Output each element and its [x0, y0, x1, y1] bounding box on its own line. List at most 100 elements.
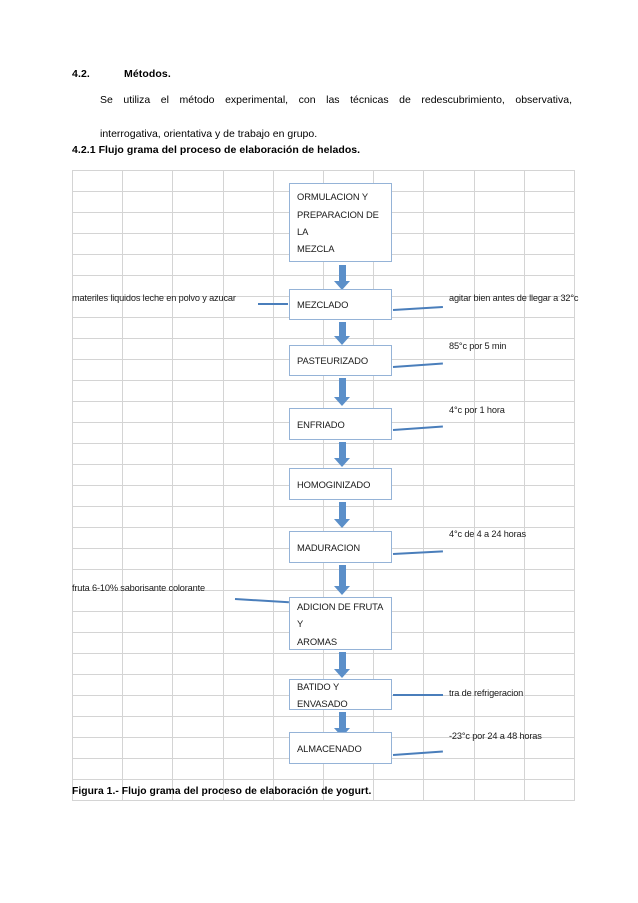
grid-cell[interactable]	[122, 632, 174, 654]
grid-cell[interactable]	[71, 170, 124, 192]
grid-cell[interactable]	[222, 758, 274, 780]
grid-cell[interactable]	[473, 779, 525, 801]
grid-cell[interactable]	[523, 569, 576, 591]
grid-cell[interactable]	[71, 254, 124, 276]
grid-cell[interactable]	[172, 485, 224, 507]
grid-cell[interactable]	[122, 737, 174, 759]
grid-cell[interactable]	[222, 380, 274, 402]
grid-cell[interactable]	[423, 170, 475, 192]
grid-cell[interactable]	[122, 758, 174, 780]
grid-cell[interactable]	[222, 212, 274, 234]
grid-cell[interactable]	[71, 212, 124, 234]
grid-cell[interactable]	[523, 212, 576, 234]
grid-cell[interactable]	[423, 380, 475, 402]
grid-cell[interactable]	[473, 653, 525, 675]
grid-cell[interactable]	[71, 443, 124, 465]
grid-cell[interactable]	[373, 779, 425, 801]
grid-cell[interactable]	[172, 737, 224, 759]
grid-cell[interactable]	[523, 233, 576, 255]
grid-cell[interactable]	[122, 464, 174, 486]
grid-cell[interactable]	[71, 611, 124, 633]
grid-cell[interactable]	[373, 506, 425, 528]
grid-cell[interactable]	[122, 338, 174, 360]
grid-cell[interactable]	[473, 611, 525, 633]
grid-cell[interactable]	[172, 233, 224, 255]
grid-cell[interactable]	[222, 317, 274, 339]
grid-cell[interactable]	[222, 548, 274, 570]
grid-cell[interactable]	[473, 233, 525, 255]
grid-cell[interactable]	[222, 422, 274, 444]
grid-cell[interactable]	[172, 380, 224, 402]
grid-cell[interactable]	[71, 674, 124, 696]
grid-cell[interactable]	[423, 590, 475, 612]
grid-cell[interactable]	[122, 716, 174, 738]
grid-cell[interactable]	[172, 317, 224, 339]
grid-cell[interactable]	[172, 716, 224, 738]
flow-step-homoginizado[interactable]: HOMOGINIZADO	[289, 468, 392, 500]
flow-step-almacenado[interactable]: ALMACENADO	[289, 732, 392, 764]
grid-cell[interactable]	[172, 401, 224, 423]
grid-cell[interactable]	[222, 527, 274, 549]
grid-cell[interactable]	[423, 317, 475, 339]
grid-cell[interactable]	[523, 590, 576, 612]
grid-cell[interactable]	[423, 464, 475, 486]
grid-cell[interactable]	[122, 443, 174, 465]
grid-cell[interactable]	[423, 254, 475, 276]
grid-cell[interactable]	[373, 653, 425, 675]
grid-cell[interactable]	[523, 485, 576, 507]
grid-cell[interactable]	[122, 506, 174, 528]
grid-cell[interactable]	[122, 422, 174, 444]
flow-step-adicion-fruta[interactable]: ADICION DE FRUTA Y AROMAS	[289, 597, 392, 650]
grid-cell[interactable]	[172, 254, 224, 276]
grid-cell[interactable]	[172, 338, 224, 360]
grid-cell[interactable]	[172, 191, 224, 213]
grid-cell[interactable]	[222, 569, 274, 591]
grid-cell[interactable]	[222, 506, 274, 528]
grid-cell[interactable]	[71, 359, 124, 381]
grid-cell[interactable]	[272, 569, 324, 591]
grid-cell[interactable]	[523, 674, 576, 696]
grid-cell[interactable]	[473, 254, 525, 276]
grid-cell[interactable]	[423, 443, 475, 465]
grid-cell[interactable]	[122, 695, 174, 717]
grid-cell[interactable]	[71, 401, 124, 423]
grid-cell[interactable]	[222, 191, 274, 213]
grid-cell[interactable]	[523, 611, 576, 633]
grid-cell[interactable]	[523, 359, 576, 381]
grid-cell[interactable]	[71, 380, 124, 402]
flow-step-enfriado[interactable]: ENFRIADO	[289, 408, 392, 440]
grid-cell[interactable]	[222, 233, 274, 255]
grid-cell[interactable]	[423, 653, 475, 675]
grid-cell[interactable]	[71, 338, 124, 360]
grid-cell[interactable]	[172, 758, 224, 780]
flow-step-pasteurizado[interactable]: PASTEURIZADO	[289, 345, 392, 376]
grid-cell[interactable]	[71, 548, 124, 570]
grid-cell[interactable]	[423, 233, 475, 255]
grid-cell[interactable]	[122, 254, 174, 276]
grid-cell[interactable]	[122, 170, 174, 192]
grid-cell[interactable]	[122, 359, 174, 381]
grid-cell[interactable]	[523, 758, 576, 780]
grid-cell[interactable]	[423, 611, 475, 633]
grid-cell[interactable]	[172, 422, 224, 444]
grid-cell[interactable]	[473, 758, 525, 780]
grid-cell[interactable]	[373, 569, 425, 591]
grid-cell[interactable]	[122, 401, 174, 423]
grid-cell[interactable]	[222, 464, 274, 486]
grid-cell[interactable]	[71, 653, 124, 675]
grid-cell[interactable]	[122, 611, 174, 633]
grid-cell[interactable]	[71, 485, 124, 507]
grid-cell[interactable]	[172, 632, 224, 654]
grid-cell[interactable]	[172, 443, 224, 465]
grid-cell[interactable]	[222, 443, 274, 465]
grid-cell[interactable]	[523, 401, 576, 423]
grid-cell[interactable]	[473, 485, 525, 507]
grid-cell[interactable]	[523, 548, 576, 570]
grid-cell[interactable]	[122, 527, 174, 549]
grid-cell[interactable]	[71, 758, 124, 780]
grid-cell[interactable]	[523, 653, 576, 675]
grid-cell[interactable]	[523, 170, 576, 192]
grid-cell[interactable]	[122, 212, 174, 234]
grid-cell[interactable]	[222, 254, 274, 276]
grid-cell[interactable]	[523, 380, 576, 402]
